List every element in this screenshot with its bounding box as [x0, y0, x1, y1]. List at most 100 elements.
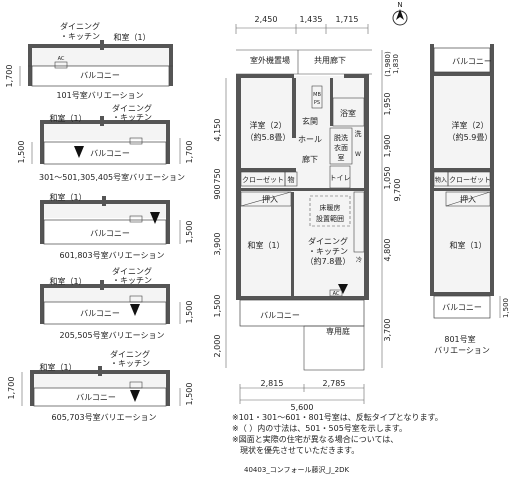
floor-heat-label: 床暖房 — [320, 203, 341, 212]
dim-label: 1,050 — [383, 167, 392, 190]
bath-label: 浴室 — [340, 108, 356, 118]
western-room-label: 洋室（2） — [451, 120, 488, 130]
oshiire-label: 押入 — [460, 194, 476, 204]
washer-label: W — [355, 151, 361, 158]
dim-label: 3,900 — [213, 233, 222, 256]
variation-caption: 101号室バリエーション — [56, 90, 143, 100]
note-line: 現状を優先させていただきます。 — [232, 445, 359, 455]
dim-label: 2,785 — [323, 379, 346, 388]
variation-room-label: ・キッチン — [110, 359, 150, 368]
dim-label: 2,450 — [255, 15, 278, 24]
western-room-area: （約5.8畳） — [246, 132, 291, 142]
dining-label: ダイニング — [308, 236, 348, 246]
mb-label: MB — [313, 92, 321, 98]
wash-label: 洗 — [355, 129, 362, 138]
variation-room-label: バルコニー — [90, 149, 130, 158]
dim-label: 3,700 — [383, 319, 392, 342]
note-line: ※図面と実際の住宅が異なる場合については、 — [232, 434, 398, 444]
variation-room-label: 和室（1） — [49, 113, 86, 123]
variation-room-label: ・キッチン — [60, 32, 100, 41]
oshiire-label: 押入 — [262, 194, 278, 204]
variation-601-803: 和室（1） バルコニー 1,500 601,803号室バリエーション — [40, 192, 194, 260]
variation-room-label: ダイニング — [110, 349, 150, 359]
dim-label: 1,830 — [392, 54, 400, 74]
hallway-label: 廊下 — [302, 154, 318, 164]
fridge-label: 冷 — [356, 256, 362, 264]
note-line: ※101・301～601・801号室は、反転タイプとなります。 — [232, 412, 443, 422]
dim-label: 2,815 — [261, 379, 284, 388]
dim-label: 2,000 — [213, 335, 222, 358]
dressing-label: 衣面 — [334, 143, 348, 152]
note-line: ※（ ）内の寸法は、501・505号室を示します。 — [232, 423, 407, 433]
variation-dim: 1,700 — [7, 377, 16, 400]
japanese-room-label: 和室（1） — [449, 240, 486, 250]
closet-label: クローゼット — [242, 175, 284, 184]
compass-north-label: N — [397, 1, 402, 9]
variation-801: バルコニー 洋室（2） （約5.9畳） 物入 クローゼット 押入 和室（1） バ… — [430, 44, 510, 355]
variation-room-label: バルコニー — [80, 309, 120, 318]
western-room-area: （約5.9畳） — [448, 132, 493, 142]
variation-101: AC ダイニング ・キッチン 和室（1） バルコニー 1,700 101号室バリ… — [5, 21, 173, 100]
variation-caption: 801号室 — [444, 334, 475, 344]
dressing-label: 脱洗 — [334, 133, 348, 142]
variation-room-label: ・キッチン — [112, 113, 152, 122]
entrance-label: 玄関 — [302, 116, 318, 126]
western-room-label: 洋室（2） — [249, 120, 286, 130]
variation-caption: 605,703号室バリエーション — [52, 412, 157, 422]
plan-code: 40403_コンフォール藤沢_J_2DK — [244, 465, 349, 474]
variation-301-501: 和室（1） ダイニング ・キッチン バルコニー 1,500 1,700 301～… — [17, 103, 194, 182]
variation-dim: 1,500 — [185, 383, 194, 406]
hall-label: ホール — [298, 135, 322, 144]
variation-dim: 1,500 — [502, 298, 510, 318]
variation-dim: 1,500 — [185, 221, 194, 244]
variation-room-label: ダイニング — [60, 21, 100, 31]
dim-label: 1,435 — [300, 15, 323, 24]
variation-room-label: バルコニー — [90, 229, 130, 238]
variation-room-label: 和室（1） — [113, 32, 150, 42]
dim-label: 5,600 — [291, 403, 314, 412]
dim-label: 750 — [213, 168, 222, 183]
closet-label: クローゼット — [449, 175, 491, 184]
variation-caption: 601,803号室バリエーション — [60, 250, 165, 260]
main-plan: 2,450 1,435 1,715 室外機置場 共用廊下 洋室（2） （約5.8… — [213, 15, 402, 412]
toilet-label: トイレ — [330, 174, 351, 182]
dim-label: 4,150 — [213, 119, 222, 142]
variation-room-label: ・キッチン — [112, 276, 152, 285]
dim-label: 1,900 — [383, 135, 392, 158]
variation-dim: 1,500 — [17, 141, 26, 164]
variation-605-703: 和室（1） ダイニング ・キッチン バルコニー 1,700 1,500 605,… — [7, 349, 194, 422]
dining-area: （約7.8畳） — [306, 256, 351, 266]
balcony-label: バルコニー — [442, 303, 482, 312]
variation-caption: 205,505号室バリエーション — [60, 330, 165, 340]
balcony-label: バルコニー — [260, 311, 300, 320]
variation-room-label: ダイニング — [112, 266, 152, 276]
dining-label: ・キッチン — [308, 247, 348, 256]
dim-label: 9,700 — [393, 179, 402, 202]
dim-label: 1,950 — [383, 93, 392, 116]
floor-heat-label: 設置範囲 — [316, 214, 344, 223]
ac-tag: AC — [58, 56, 65, 62]
dim-label: (1,980) — [384, 51, 392, 77]
dim-label: 1,500 — [213, 295, 222, 318]
japanese-room-label: 和室（1） — [247, 240, 284, 250]
variation-room-label: バルコニー — [80, 71, 120, 80]
variation-room-label: 和室（1） — [49, 192, 86, 202]
variation-room-label: 和室（1） — [39, 362, 76, 372]
dim-label: 1,715 — [336, 15, 359, 24]
garden-label: 専用庭 — [326, 326, 350, 336]
variation-caption: 301～501,305,405号室バリエーション — [39, 172, 185, 182]
variation-room-label: バルコニー — [76, 393, 116, 402]
dim-label: 900 — [213, 184, 222, 199]
variation-dim: 1,700 — [185, 141, 194, 164]
outdoor-unit-label: 室外機置場 — [250, 55, 290, 65]
balcony-label: バルコニー — [452, 57, 492, 66]
variation-205-505: 和室（1） ダイニング ・キッチン バルコニー 1,500 205,505号室バ… — [40, 266, 194, 340]
variation-caption: バリエーション — [434, 346, 490, 355]
variation-dim: 1,500 — [185, 301, 194, 324]
variation-dim: 1,700 — [5, 65, 14, 88]
ac-tag: AC — [333, 291, 340, 297]
notes: ※101・301～601・801号室は、反転タイプとなります。 ※（ ）内の寸法… — [232, 412, 443, 455]
dim-label: 4,800 — [383, 239, 392, 262]
variation-room-label: ダイニング — [112, 103, 152, 113]
